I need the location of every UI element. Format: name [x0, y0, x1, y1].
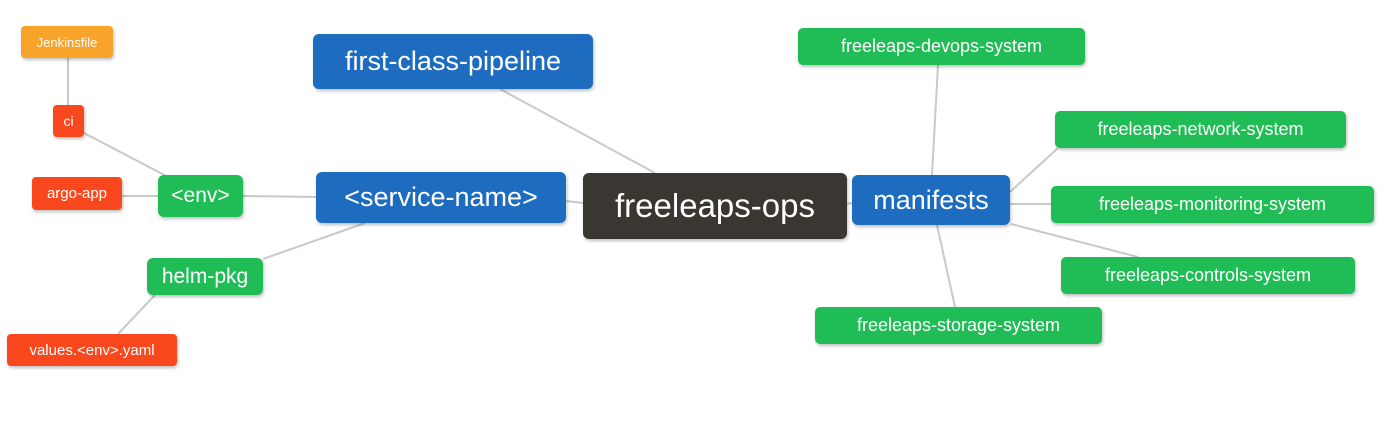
edge-env-service-name [242, 195, 318, 198]
edge-service-name-freeleaps-ops [565, 200, 584, 204]
edge-manifests-freeleaps-storage-system [936, 224, 956, 308]
edge-manifests-freeleaps-controls-system [1010, 223, 1139, 258]
edge-service-name-helm-pkg [262, 222, 366, 260]
node-freeleaps-controls-system[interactable]: freeleaps-controls-system [1061, 257, 1355, 294]
node-jenkinsfile[interactable]: Jenkinsfile [21, 26, 113, 58]
edge-freeleaps-ops-manifests [845, 202, 853, 205]
edge-manifests-freeleaps-network-system [1009, 147, 1059, 193]
node-freeleaps-monitoring-system[interactable]: freeleaps-monitoring-system [1051, 186, 1374, 223]
node-freeleaps-devops-system[interactable]: freeleaps-devops-system [798, 28, 1085, 65]
node-first-class-pipeline[interactable]: first-class-pipeline [313, 34, 593, 89]
edge-ci-env [81, 131, 171, 179]
node-service-name[interactable]: <service-name> [316, 172, 566, 223]
node-ci[interactable]: ci [53, 105, 84, 137]
edge-first-class-pipeline-freeleaps-ops [499, 88, 656, 174]
edge-helm-pkg-values-env-yaml [117, 294, 156, 335]
node-values-env-yaml[interactable]: values.<env>.yaml [7, 334, 177, 366]
edge-manifests-freeleaps-devops-system [931, 64, 939, 176]
node-freeleaps-ops[interactable]: freeleaps-ops [583, 173, 847, 239]
node-env[interactable]: <env> [158, 175, 243, 217]
node-freeleaps-storage-system[interactable]: freeleaps-storage-system [815, 307, 1102, 344]
node-manifests[interactable]: manifests [852, 175, 1010, 225]
node-argo-app[interactable]: argo-app [32, 177, 122, 210]
node-freeleaps-network-system[interactable]: freeleaps-network-system [1055, 111, 1346, 148]
node-helm-pkg[interactable]: helm-pkg [147, 258, 263, 295]
